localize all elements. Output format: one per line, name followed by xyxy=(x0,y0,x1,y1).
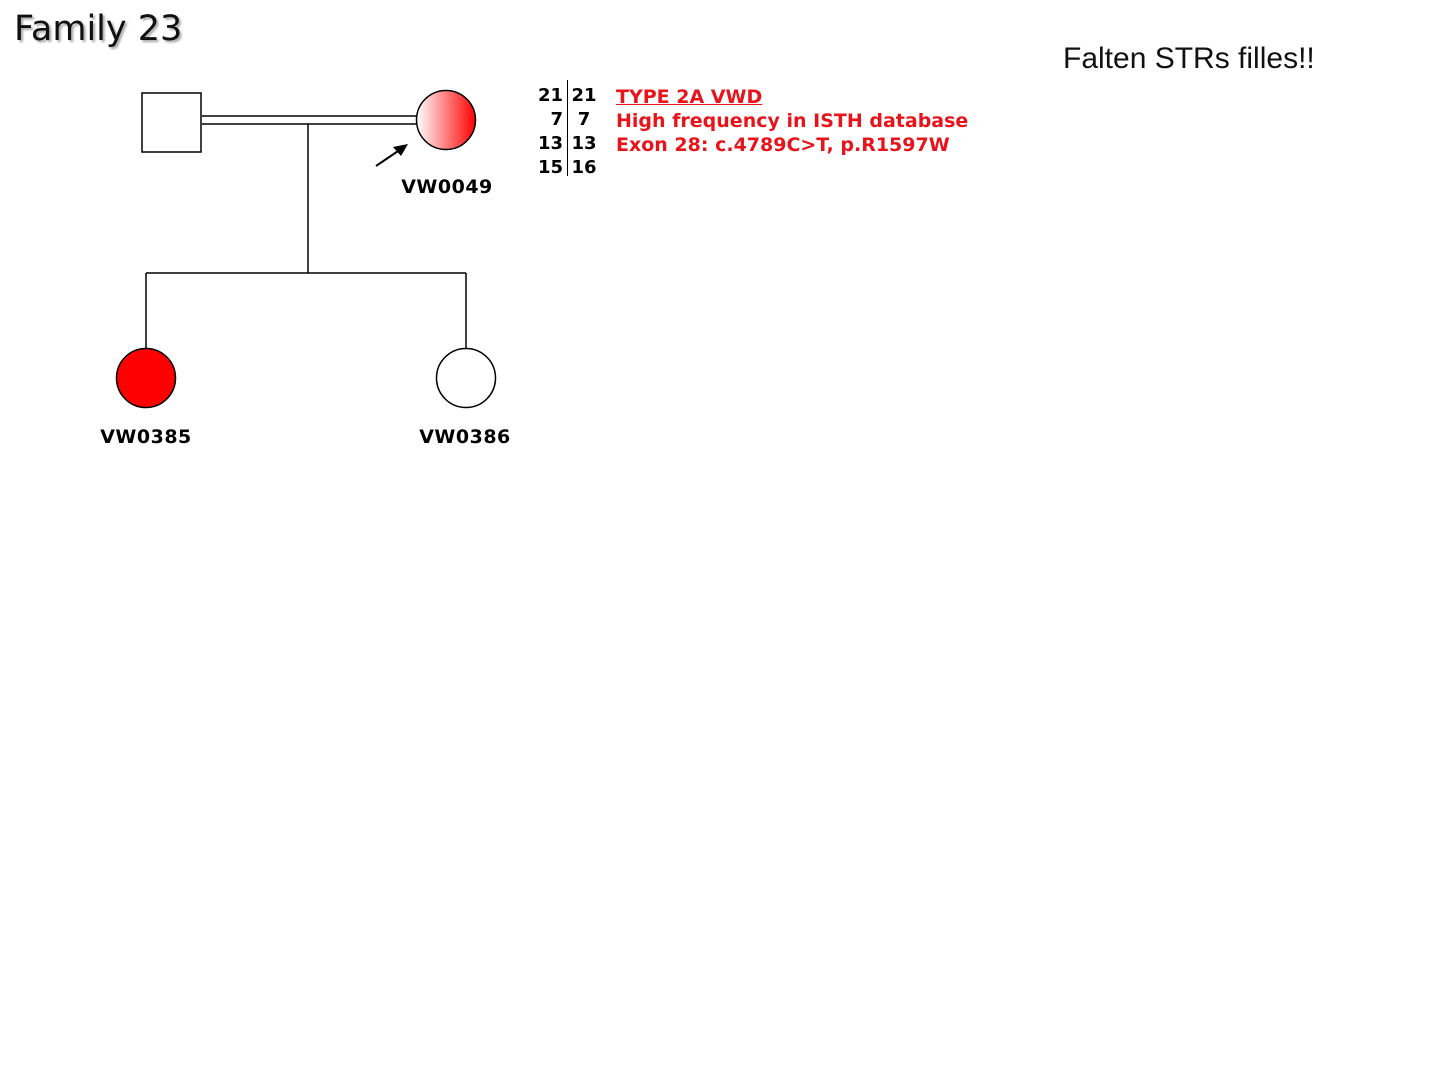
str-left-allele: 15 xyxy=(537,157,563,178)
vwd-type-annotation: TYPE 2A VWD xyxy=(616,86,763,108)
str-column-divider xyxy=(567,80,568,176)
father-square xyxy=(141,92,202,153)
str-left-allele: 13 xyxy=(537,133,563,154)
daughter-1-circle xyxy=(115,347,177,409)
mutation-annotation: Exon 28: c.4789C>T, p.R1597W xyxy=(616,134,950,156)
page-title: Family 23 xyxy=(14,9,183,49)
str-right-allele: 13 xyxy=(571,133,597,154)
str-right-allele: 16 xyxy=(571,157,597,178)
frequency-annotation: High frequency in ISTH database xyxy=(616,110,969,132)
proband-circle xyxy=(415,89,477,151)
daughter-2-id-label: VW0386 xyxy=(419,426,511,448)
str-left-allele: 21 xyxy=(537,85,563,106)
daughter-1-id-label: VW0385 xyxy=(100,426,192,448)
str-right-allele: 7 xyxy=(577,109,591,130)
daughter-2-circle xyxy=(435,347,497,409)
proband-id-label: VW0049 xyxy=(401,176,493,198)
str-left-allele: 7 xyxy=(550,109,563,130)
arrow-up-right-icon xyxy=(375,144,408,167)
str-right-allele: 21 xyxy=(571,85,597,106)
slide-note: Falten STRs filles!! xyxy=(1063,42,1315,75)
